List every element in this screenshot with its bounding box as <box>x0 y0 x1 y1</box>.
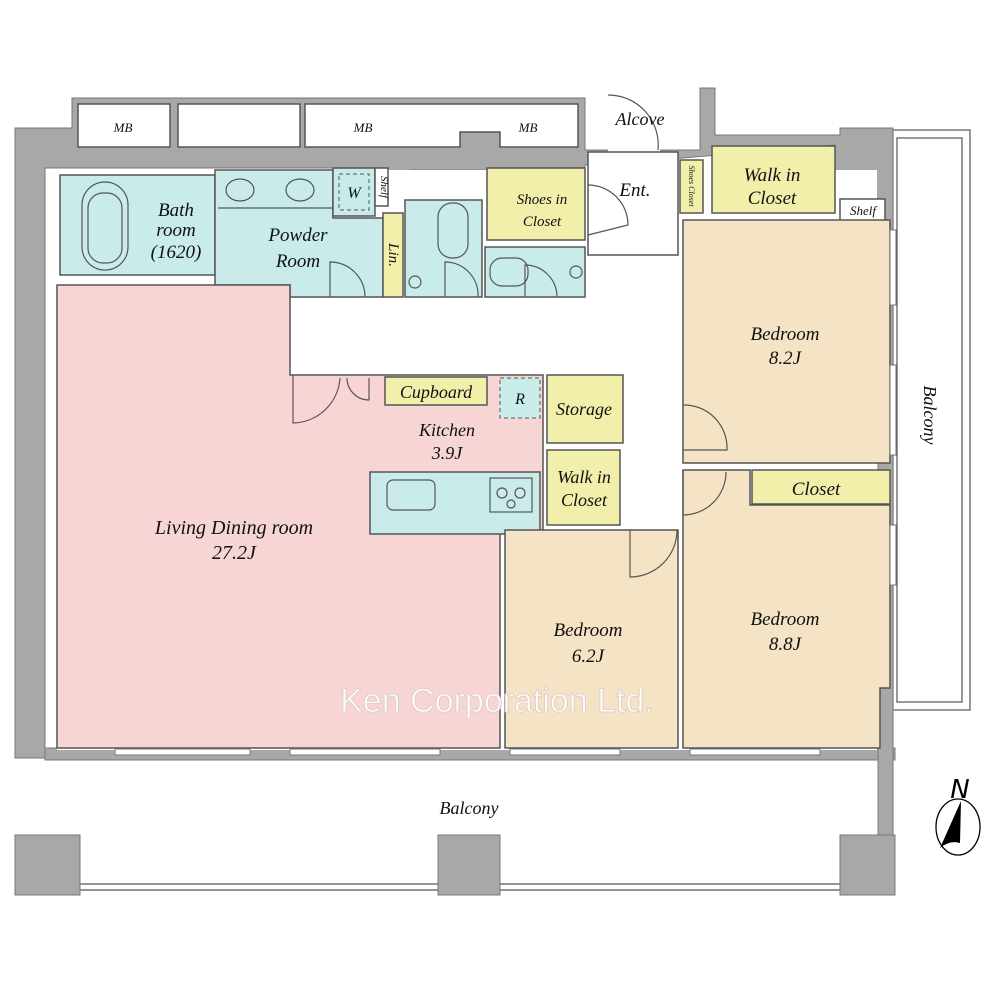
toilet-1 <box>404 199 483 298</box>
living-label: Living Dining room <box>154 517 313 539</box>
bedroom-6-2: Bedroom 6.2J <box>504 529 679 749</box>
bedroom-8-2: Bedroom 8.2J <box>682 219 891 464</box>
kitchen-counter <box>369 471 541 535</box>
bathtub-icon <box>81 181 129 271</box>
refrigerator-space <box>499 377 541 419</box>
balcony-east-label: Balcony <box>920 386 940 445</box>
shelf-label: Shelf <box>850 203 878 218</box>
shoes-in-closet-label: Shoes in <box>517 192 567 208</box>
balcony-south-label: Balcony <box>440 798 499 818</box>
walk-in-closet-2: Walk in Closet <box>546 449 621 526</box>
alcove-label: Alcove <box>615 109 665 129</box>
shoes-in-closet-label: Closet <box>523 214 562 230</box>
bath-size: (1620) <box>151 242 202 263</box>
closet: Closet <box>751 469 891 505</box>
powder-room: Powder Room W Shelf Lin. <box>214 167 404 298</box>
walk-in-closet-label: Closet <box>748 188 797 209</box>
mb-label: MB <box>518 120 538 135</box>
walk-in-closet-label: Closet <box>561 490 608 510</box>
living-size: 27.2J <box>212 542 257 564</box>
powder-label: Room <box>275 251 320 272</box>
bathroom: Bath room (1620) <box>59 174 216 276</box>
linen-label: Lin. <box>385 242 401 267</box>
cupboard-label: Cupboard <box>400 382 473 402</box>
basin-icon <box>225 178 255 202</box>
washer-label: W <box>347 185 362 202</box>
storage: Storage <box>546 374 624 444</box>
windows <box>114 229 897 756</box>
bath-label: Bath <box>158 200 194 221</box>
basin-icon <box>285 178 315 202</box>
bedroom-8-8: Bedroom 8.8J <box>682 469 891 749</box>
closet-label: Closet <box>792 479 841 500</box>
shelf: Shelf <box>839 198 886 222</box>
storage-label: Storage <box>556 399 612 419</box>
mb-label: MB <box>353 120 373 135</box>
meter-boxes: MB MB MB <box>77 103 579 148</box>
walk-in-closet-label: Walk in <box>744 165 801 186</box>
bedroom-size: 8.8J <box>769 634 803 655</box>
mb-label: MB <box>113 120 133 135</box>
toilet-2 <box>484 246 586 298</box>
alcove: Alcove <box>607 94 665 153</box>
shelf-label: Shelf <box>378 176 390 200</box>
watermark: Ken Corporation Ltd. <box>340 682 654 720</box>
walk-in-closet-label: Walk in <box>557 467 611 487</box>
toilet-icon <box>437 202 469 259</box>
bedroom-label: Bedroom <box>751 324 820 345</box>
shoes-closet: Shoes Closet <box>679 159 704 214</box>
bedroom-size: 6.2J <box>572 646 606 667</box>
shoes-closet-label: Shoes Closet <box>687 165 696 207</box>
kitchen-label: Kitchen <box>418 420 475 440</box>
north-arrow-icon: N <box>935 775 981 856</box>
north-label: N <box>950 775 969 805</box>
toilet-icon <box>489 257 529 287</box>
bedroom-label: Bedroom <box>554 620 623 641</box>
powder-label: Powder <box>267 225 328 246</box>
bath-label: room <box>156 220 195 241</box>
refrigerator-label: R <box>514 391 525 408</box>
sink-icon <box>386 479 436 511</box>
entrance: Ent. <box>587 151 679 256</box>
bedroom-label: Bedroom <box>751 609 820 630</box>
shoes-in-closet: Shoes in Closet <box>486 167 586 241</box>
stove-icon <box>489 477 533 513</box>
entrance-label: Ent. <box>618 180 650 201</box>
kitchen-size: 3.9J <box>431 443 464 463</box>
kitchen: Cupboard R Kitchen 3.9J <box>369 376 541 535</box>
walk-in-closet-1: Walk in Closet <box>711 145 836 214</box>
bedroom-size: 8.2J <box>769 348 803 369</box>
